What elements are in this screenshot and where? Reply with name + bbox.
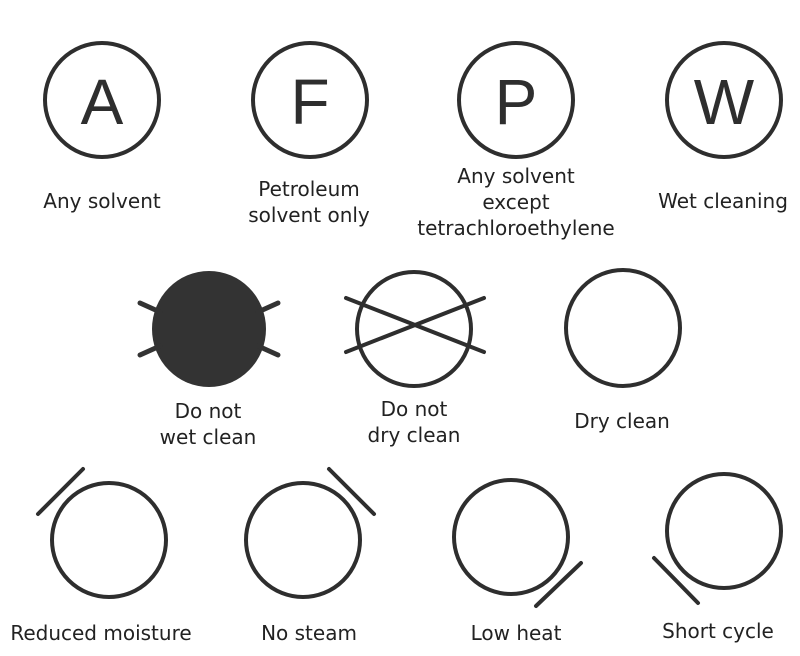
letter-f: F bbox=[290, 66, 329, 138]
label-do-not-dry-clean: Do not dry clean bbox=[368, 396, 461, 448]
label-line: Petroleum bbox=[258, 177, 360, 201]
label-line: Do not bbox=[380, 397, 448, 421]
label-reduced-moisture: Reduced moisture bbox=[10, 620, 191, 646]
label-petroleum-solvent: Petroleum solvent only bbox=[248, 176, 370, 228]
label-line: Do not bbox=[174, 399, 242, 423]
label-any-solvent: Any solvent bbox=[43, 188, 160, 214]
label-line: dry clean bbox=[367, 423, 461, 447]
label-any-solvent-except: Any solvent except tetrachloroethylene bbox=[417, 163, 614, 241]
short-cycle-icon bbox=[648, 470, 788, 610]
label-wet-cleaning: Wet cleaning bbox=[658, 188, 788, 214]
label-line: No steam bbox=[261, 621, 357, 645]
letter-w: W bbox=[694, 66, 755, 138]
label-line: tetrachloroethylene bbox=[417, 216, 615, 240]
label-line: except bbox=[482, 190, 550, 214]
wet-cleaning-icon: W bbox=[664, 40, 784, 160]
letter-p: P bbox=[495, 66, 538, 138]
label-line: Dry clean bbox=[574, 409, 670, 433]
any-solvent-icon: A bbox=[42, 40, 162, 160]
any-solvent-except-icon: P bbox=[456, 40, 576, 160]
dry-clean-icon bbox=[562, 268, 684, 390]
petroleum-solvent-icon: F bbox=[250, 40, 370, 160]
label-dry-clean: Dry clean bbox=[574, 408, 670, 434]
do-not-wet-clean-icon bbox=[136, 268, 284, 392]
label-line: Low heat bbox=[470, 621, 562, 645]
label-low-heat: Low heat bbox=[471, 620, 562, 646]
label-do-not-wet-clean: Do not wet clean bbox=[160, 398, 257, 450]
label-line: solvent only bbox=[248, 203, 370, 227]
label-line: Wet cleaning bbox=[658, 189, 788, 213]
label-line: Reduced moisture bbox=[10, 621, 192, 645]
low-heat-icon bbox=[446, 476, 586, 616]
label-no-steam: No steam bbox=[261, 620, 357, 646]
label-line: wet clean bbox=[159, 425, 257, 449]
letter-a: A bbox=[81, 66, 124, 138]
no-steam-icon bbox=[240, 466, 380, 606]
label-line: Short cycle bbox=[662, 619, 774, 643]
reduced-moisture-icon bbox=[34, 466, 174, 606]
label-line: Any solvent bbox=[457, 164, 575, 188]
label-short-cycle: Short cycle bbox=[662, 618, 774, 644]
do-not-dry-clean-icon bbox=[340, 268, 488, 392]
label-line: Any solvent bbox=[43, 189, 161, 213]
